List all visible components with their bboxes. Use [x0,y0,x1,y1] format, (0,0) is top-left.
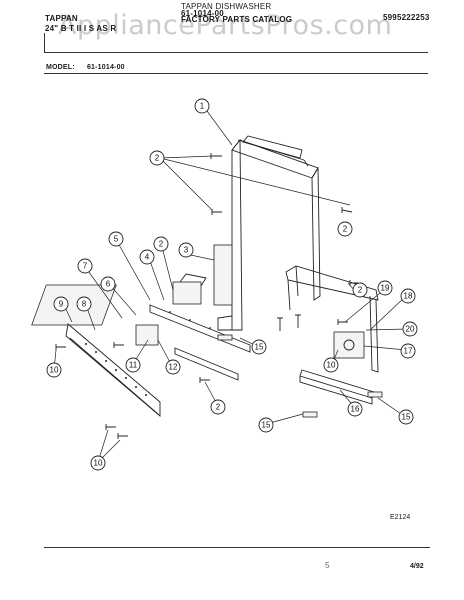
callout: 1 [194,98,210,114]
svg-text:18: 18 [404,292,413,301]
door-frame [217,135,321,331]
callout: 10 [90,455,106,471]
switch-assembly [135,273,207,346]
svg-text:10: 10 [94,459,103,468]
callout: 6 [100,276,116,292]
model-value: 61-1014-00 [86,64,125,71]
svg-text:2: 2 [216,403,221,412]
svg-text:6: 6 [106,280,111,289]
kickplate [65,323,161,417]
callout: 20 [402,321,418,337]
callout: 10 [323,357,339,373]
svg-text:20: 20 [406,325,415,334]
svg-text:12: 12 [169,363,178,372]
product-subtitle: 24" B T II I S AS R [45,24,117,33]
watermark: AppliancePartsPros.com [58,10,393,41]
model-line: MODEL: 61-1014-00 [46,64,125,71]
document-title: TAPPAN DISHWASHER [181,2,272,11]
callout: 18 [400,288,416,304]
callout: 2 [153,236,169,252]
svg-text:2: 2 [343,225,348,234]
callout: 17 [400,343,416,359]
svg-text:10: 10 [327,361,336,370]
callout: 12 [165,359,181,375]
svg-text:5: 5 [114,235,119,244]
svg-text:10: 10 [50,366,59,375]
catalog-title: FACTORY PARTS CATALOG [181,15,293,24]
callout: 2 [149,150,165,166]
callout: 10 [46,362,62,378]
svg-text:9: 9 [59,300,64,309]
svg-text:4: 4 [145,253,150,262]
callout: 15 [258,417,274,433]
callout: 15 [251,339,267,355]
callout: 2 [352,282,368,298]
callout: 8 [76,296,92,312]
motor-block [333,331,365,359]
callout: 4 [139,249,155,265]
svg-text:2: 2 [358,286,363,295]
figure-code: E2124 [390,514,411,521]
svg-text:11: 11 [129,361,138,370]
svg-text:15: 15 [402,413,411,422]
callout: 2 [210,399,226,415]
callout: 15 [398,409,414,425]
callout: 19 [377,280,393,296]
header-left-rule [44,33,45,53]
svg-text:15: 15 [255,343,264,352]
svg-text:19: 19 [381,284,390,293]
svg-text:17: 17 [404,347,413,356]
date-code: 4/92 [410,563,424,570]
hinge-bracket [31,244,233,326]
model-rule [44,73,428,74]
callout: 7 [77,258,93,274]
svg-text:2: 2 [155,154,160,163]
model-label: MODEL: [46,64,75,71]
page-mark: 5 [325,561,330,570]
document-number: 61-1014-00 [181,9,224,18]
lower-rail [149,304,251,381]
footer-rule [44,547,430,548]
brand-name: TAPPAN [45,14,78,23]
callout: 16 [347,401,363,417]
callout: 5 [108,231,124,247]
header-rule [44,52,428,53]
svg-text:8: 8 [82,300,87,309]
svg-text:2: 2 [159,240,164,249]
callout: 9 [53,296,69,312]
callout: 3 [178,242,194,258]
catalog-part-number: 5995222253 [383,13,430,22]
leveling-feet [217,334,383,418]
svg-text:3: 3 [184,246,189,255]
svg-text:1: 1 [200,102,205,111]
callout: 11 [125,357,141,373]
svg-text:16: 16 [351,405,360,414]
svg-text:7: 7 [83,262,88,271]
svg-text:15: 15 [262,421,271,430]
callout: 2 [337,221,353,237]
